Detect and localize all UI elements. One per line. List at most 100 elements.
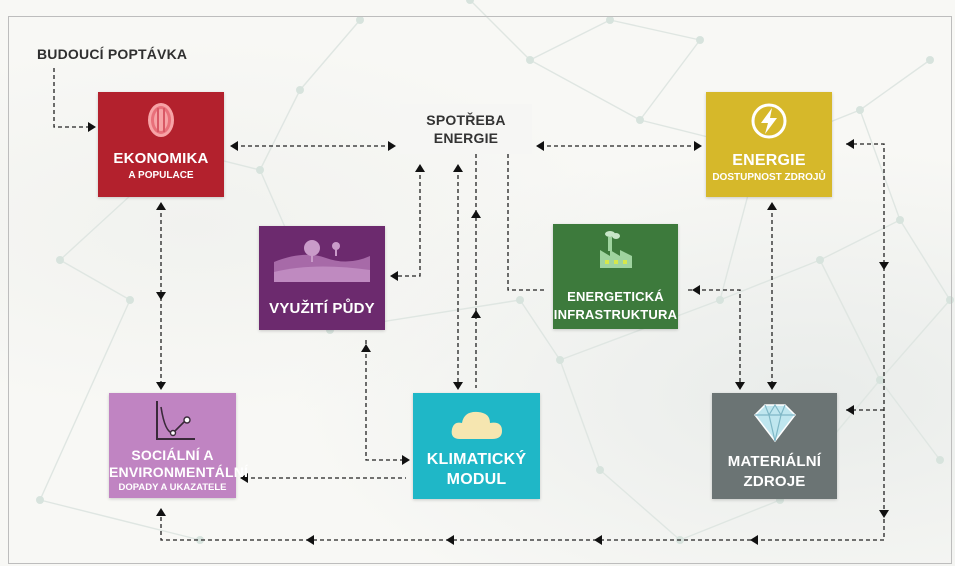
node-materialni-line1: MATERIÁLNÍ <box>727 453 822 470</box>
node-socialni-environmentalni[interactable]: SOCIÁLNÍ A ENVIRONMENTÁLNÍ DOPADY A UKAZ… <box>109 393 248 498</box>
network-link <box>59 259 131 301</box>
node-infra-line2: INFRASTRUKTURA <box>553 307 678 322</box>
arrowhead <box>767 202 777 210</box>
arrowhead <box>846 139 854 149</box>
arrowhead <box>156 382 166 390</box>
arrowhead <box>471 310 481 318</box>
node-infra-line1: ENERGETICKÁ <box>567 289 664 304</box>
diagram-frame <box>8 16 952 564</box>
arrowhead <box>230 141 238 151</box>
landscape-icon <box>274 240 370 282</box>
node-energie-subtitle: DOSTUPNOST ZDROJŮ <box>712 172 826 183</box>
node-energie[interactable]: ENERGIE DOSTUPNOST ZDROJŮ <box>706 92 832 197</box>
node-materialni-zdroje[interactable]: MATERIÁLNÍ ZDROJE <box>712 393 837 499</box>
node-vyuziti-title: VYUŽITÍ PŮDY <box>269 300 375 317</box>
arrowhead <box>879 262 889 270</box>
node-ekonomika-title: EKONOMIKA <box>113 150 209 167</box>
network-link <box>39 299 131 501</box>
network-node <box>256 166 264 174</box>
network-node <box>36 496 44 504</box>
network-node <box>526 56 534 64</box>
network-node <box>696 36 704 44</box>
node-spotreba-energie[interactable]: SPOTŘEBA ENERGIE <box>400 104 532 154</box>
arrowhead <box>361 344 371 352</box>
network-node <box>466 0 474 4</box>
connector-line <box>365 340 406 461</box>
arrowhead <box>402 455 410 465</box>
arrowhead <box>453 164 463 172</box>
arrowhead <box>692 285 700 295</box>
future-demand-label: BUDOUCÍ POPTÁVKA <box>37 46 188 62</box>
network-node <box>926 56 934 64</box>
node-ekonomika[interactable]: EKONOMIKA A POPULACE <box>98 92 224 197</box>
network-node <box>716 296 724 304</box>
chart-icon <box>155 401 195 440</box>
arrowhead <box>594 535 602 545</box>
arrowhead <box>156 292 166 300</box>
cloud-icon <box>451 411 502 439</box>
network-link <box>599 469 681 541</box>
network-link <box>899 219 951 301</box>
arrowhead <box>240 473 248 483</box>
node-socialni-subtitle: DOPADY A UKAZATELE <box>118 482 227 493</box>
network-node <box>196 536 204 544</box>
node-ekonomika-subtitle: A POPULACE <box>128 170 194 181</box>
connector-line <box>53 68 92 128</box>
arrowhead <box>415 164 425 172</box>
arrowhead <box>388 141 396 151</box>
network-link <box>859 59 931 111</box>
network-node <box>356 16 364 24</box>
network-node <box>876 376 884 384</box>
node-vyuziti-pudy[interactable]: VYUŽITÍ PŮDY <box>259 226 385 330</box>
network-node <box>856 106 864 114</box>
network-node <box>516 296 524 304</box>
network-link <box>639 39 701 121</box>
arrowhead <box>536 141 544 151</box>
arrowhead <box>750 535 758 545</box>
network-link <box>559 359 601 471</box>
network-link <box>679 499 781 541</box>
node-klimaticky-modul[interactable]: KLIMATICKÝ MODUL <box>413 393 540 499</box>
network-link <box>469 0 531 61</box>
node-klimaticky-line2: MODUL <box>446 471 507 488</box>
network-link <box>529 19 611 61</box>
arrowhead <box>735 382 745 390</box>
arrowhead <box>879 510 889 518</box>
node-socialni-line1: SOCIÁLNÍ A <box>131 447 214 463</box>
node-spotreba-line1: SPOTŘEBA <box>426 112 506 128</box>
connector-line <box>394 168 421 277</box>
network-link <box>719 259 821 301</box>
arrowhead <box>694 141 702 151</box>
network-link <box>39 499 201 541</box>
network-node <box>296 86 304 94</box>
lightning-icon <box>751 103 787 139</box>
coin-icon <box>148 103 174 137</box>
node-spotreba-line2: ENERGIE <box>433 130 499 146</box>
node-energie-title: ENERGIE <box>732 152 806 169</box>
network-node <box>896 216 904 224</box>
network-node <box>126 296 134 304</box>
network-link <box>859 109 901 221</box>
network-node <box>636 116 644 124</box>
connector-line <box>507 154 546 291</box>
network-node <box>936 456 944 464</box>
arrowhead <box>446 535 454 545</box>
network-link <box>519 299 561 361</box>
network-node <box>596 466 604 474</box>
network-link <box>879 299 951 381</box>
network-link <box>879 379 941 461</box>
connector-line <box>688 289 741 386</box>
node-materialni-line2: ZDROJE <box>743 473 806 490</box>
arrowhead <box>390 271 398 281</box>
node-energeticka-infrastruktura[interactable]: ENERGETICKÁ INFRASTRUKTURA <box>553 224 678 329</box>
network-link <box>529 59 641 121</box>
arrowhead <box>471 210 481 218</box>
arrowhead <box>88 122 96 132</box>
network-link <box>819 259 881 381</box>
network-link <box>299 19 361 91</box>
arrowhead <box>453 382 463 390</box>
arrowhead <box>306 535 314 545</box>
arrowhead <box>156 508 166 516</box>
